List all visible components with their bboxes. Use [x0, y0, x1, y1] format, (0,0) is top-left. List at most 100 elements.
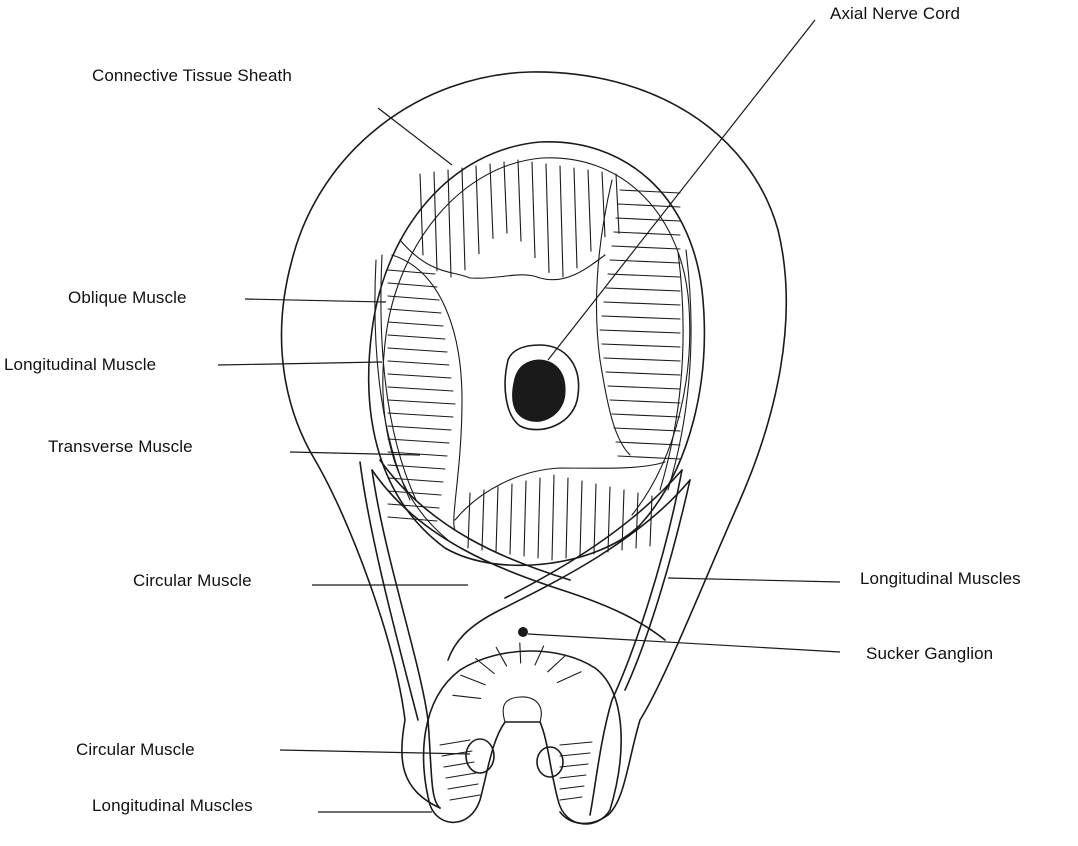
right-muscle-fiber: [620, 190, 680, 193]
label-longitudinal-muscles-right: Longitudinal Muscles: [860, 569, 1021, 589]
top-muscle-fiber: [448, 170, 451, 277]
sucker-radial-fiber: [461, 675, 486, 685]
left-muscle-fiber: [388, 361, 449, 365]
top-muscle-fiber: [518, 160, 521, 241]
left-muscle-fiber: [388, 309, 441, 313]
bottom-muscle-fiber: [594, 484, 596, 554]
top-muscle-fiber: [532, 162, 535, 258]
bottom-muscle-fiber: [496, 487, 498, 552]
label-longitudinal-muscle: Longitudinal Muscle: [4, 355, 156, 375]
top-muscle-fiber: [574, 168, 577, 268]
circular-muscle-left-knob: [466, 739, 494, 773]
right-muscle-fiber: [608, 386, 680, 389]
left-muscle-fiber: [388, 283, 437, 287]
sucker-inner-cavity: [503, 697, 541, 722]
right-muscle-fiber: [606, 288, 680, 291]
sucker-radial-fiber: [520, 643, 521, 663]
left-muscle-fiber: [388, 439, 449, 443]
leader-oblique-muscle: [245, 299, 386, 302]
label-longitudinal-muscles-lower: Longitudinal Muscles: [92, 796, 253, 816]
bottom-muscle-fiber: [566, 478, 568, 558]
label-circular-muscle-lower: Circular Muscle: [76, 740, 195, 760]
top-muscle-fiber: [434, 172, 437, 271]
bottom-muscle-fiber: [524, 481, 526, 556]
left-muscle-fiber: [388, 348, 447, 352]
sucker-right-fiber: [560, 753, 590, 756]
leader-circular-muscle-lower: [280, 750, 470, 754]
right-muscle-fiber: [612, 414, 680, 417]
bottom-muscle-fiber: [538, 478, 540, 558]
leader-axial-nerve-cord: [548, 20, 815, 360]
bottom-muscle-fiber: [580, 481, 582, 556]
bottom-muscle-fiber: [636, 493, 638, 548]
sucker-radial-fiber: [476, 658, 495, 673]
sucker-left-fiber: [450, 795, 480, 800]
top-muscle-fiber: [504, 162, 507, 233]
sucker-left-fiber: [440, 740, 470, 745]
leader-longitudinal-muscle: [218, 362, 382, 365]
right-muscle-fiber: [618, 456, 680, 459]
top-muscle-fiber: [546, 164, 549, 272]
sucker-right-fiber: [560, 775, 586, 778]
top-muscle-fiber: [560, 166, 563, 277]
sucker-right-fiber: [560, 797, 582, 800]
leader-sucker-ganglion: [528, 634, 840, 652]
sucker-radial-fiber: [453, 695, 481, 698]
right-muscle-fiber: [604, 302, 680, 305]
right-muscle-fiber: [606, 372, 680, 375]
sucker-right-fiber: [560, 764, 588, 767]
right-muscle-fiber: [602, 344, 680, 347]
left-sheath-line: [360, 462, 418, 720]
right-muscle-fiber: [608, 274, 680, 277]
top-muscle-fiber: [462, 168, 465, 270]
bottom-muscle-fiber: [482, 490, 484, 550]
outer-body-outline: [282, 72, 787, 823]
left-muscle-block-edge: [392, 255, 462, 530]
left-muscle-fiber: [388, 504, 439, 508]
right-muscle-fiber: [600, 330, 680, 333]
top-muscle-fiber: [588, 170, 591, 251]
oblique-band-1: [372, 470, 665, 640]
bottom-muscle-fiber: [552, 475, 554, 560]
label-axial-nerve-cord: Axial Nerve Cord: [830, 4, 960, 24]
sucker-radial-fiber: [548, 656, 565, 672]
bottom-muscle-fiber: [650, 496, 652, 546]
label-circular-muscle-upper: Circular Muscle: [133, 571, 252, 591]
sucker-ganglion-dot: [518, 627, 528, 637]
label-connective-tissue-sheath: Connective Tissue Sheath: [92, 66, 292, 86]
top-muscle-fiber: [490, 164, 493, 238]
label-transverse-muscle: Transverse Muscle: [48, 437, 193, 457]
sucker-radial-fiber: [496, 647, 506, 666]
left-muscle-fiber: [388, 335, 445, 339]
sucker-right-fiber: [560, 742, 592, 745]
left-muscle-fiber: [388, 413, 453, 417]
right-muscle-fiber: [602, 316, 680, 319]
right-muscle-fiber: [610, 260, 680, 263]
left-muscle-fiber: [388, 322, 443, 326]
right-muscle-fiber: [614, 428, 680, 431]
right-muscle-fiber: [616, 218, 680, 221]
sucker-outline: [424, 651, 622, 824]
bottom-muscle-block-edge: [455, 462, 665, 520]
left-muscle-fiber: [388, 387, 453, 391]
sucker-left-fiber: [446, 773, 476, 778]
sucker-radial-fiber: [535, 646, 544, 665]
right-muscle-fiber: [610, 400, 680, 403]
left-muscle-fiber: [388, 374, 451, 378]
left-muscle-fiber: [388, 270, 435, 274]
bottom-muscle-fiber: [608, 487, 610, 552]
left-muscle-fiber: [388, 426, 451, 430]
right-muscle-fiber: [604, 358, 680, 361]
leader-connective-tissue-sheath: [378, 108, 452, 165]
sucker-radial-fiber: [557, 672, 581, 683]
top-muscle-fiber: [420, 174, 423, 255]
core-inner-ring: [383, 158, 690, 540]
label-oblique-muscle: Oblique Muscle: [68, 288, 187, 308]
left-muscle-fiber: [388, 296, 439, 300]
leader-longitudinal-muscles-right: [668, 578, 840, 582]
right-muscle-fiber: [612, 246, 680, 249]
sucker-left-fiber: [448, 784, 478, 789]
label-sucker-ganglion: Sucker Ganglion: [866, 644, 993, 664]
